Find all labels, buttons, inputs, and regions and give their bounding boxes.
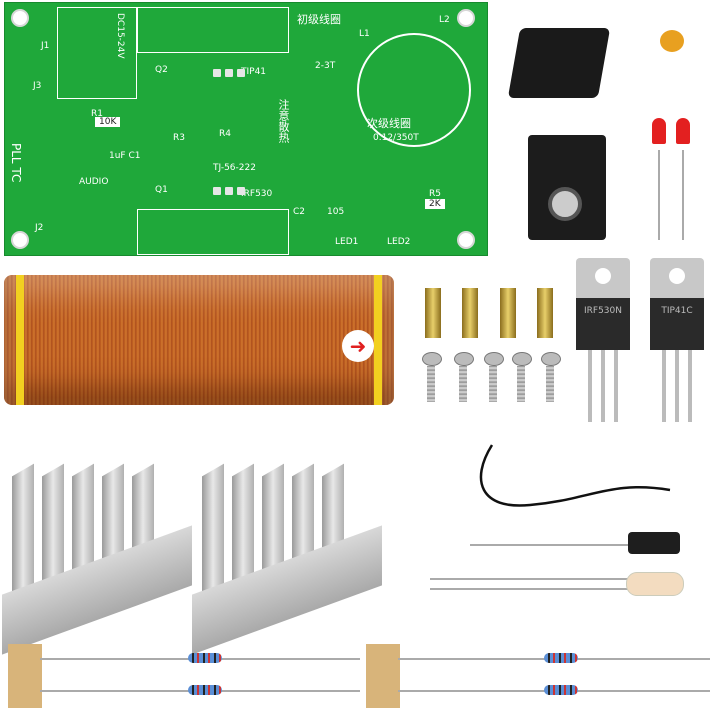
transistor-tip41c: TIP41C: [650, 258, 704, 422]
pcb-label: 105: [327, 207, 345, 217]
resistor: [188, 685, 222, 695]
red-led: [676, 118, 690, 144]
brass-standoff: [537, 288, 553, 338]
pcb-label: R1: [91, 109, 103, 119]
pcb-label: 2-3T: [315, 61, 336, 71]
pcb-label: R4: [219, 129, 231, 139]
pcb-label: AUDIO: [79, 177, 109, 187]
ceramic-capacitor: [660, 30, 684, 52]
pcb-label: J1: [41, 41, 50, 51]
pcb-label: R3: [173, 133, 185, 143]
resistor-tape: [8, 644, 42, 708]
screw: [512, 352, 532, 402]
pcb-label: J2: [35, 223, 44, 233]
pcb-label: L1: [359, 29, 370, 39]
pcb-board: DC15-24V J1 J3 Q2 TIP41 R1 R3 R4 1uF C1 …: [4, 2, 488, 256]
screw: [454, 352, 474, 402]
brass-standoff: [425, 288, 441, 338]
pcb-label: J3: [33, 81, 42, 91]
pcb-label: C2: [293, 207, 306, 217]
pcb-label: 10K: [95, 117, 121, 127]
mount-hole: [457, 231, 475, 249]
pcb-label: 2K: [425, 199, 445, 209]
heatsink: [2, 440, 192, 655]
heatsink-outline: [137, 209, 289, 255]
pcb-label: 次级线圈: [367, 117, 411, 130]
antenna-wire: [479, 444, 671, 507]
secondary-coil: ➜: [4, 275, 394, 405]
audio-jack: [528, 135, 606, 240]
screw: [484, 352, 504, 402]
mount-hole: [457, 9, 475, 27]
dc-power-jack: [507, 28, 611, 98]
power-jack-outline: [57, 7, 137, 99]
pcb-label: Q1: [155, 185, 168, 195]
secondary-coil-outline: [357, 33, 471, 147]
pcb-label: 0.12/350T: [373, 133, 419, 143]
resistor-tape: [366, 644, 400, 708]
pcb-label: L2: [439, 15, 450, 25]
mount-hole: [11, 231, 29, 249]
resistor: [188, 653, 222, 663]
pcb-label: LED2: [387, 237, 411, 247]
pcb-label: DC15-24V: [115, 13, 125, 59]
heatsink: [192, 440, 382, 655]
mount-hole: [11, 9, 29, 27]
resistor: [544, 685, 578, 695]
pcb-label: TJ-56-222: [213, 163, 256, 173]
pcb-label: 1uF C1: [109, 151, 141, 161]
brass-standoff: [500, 288, 516, 338]
pcb-label: IRF530: [241, 189, 273, 199]
screw: [422, 352, 442, 402]
resistor: [544, 653, 578, 663]
heatsink-outline: [137, 7, 289, 53]
pcb-label: R5: [429, 189, 441, 199]
pcb-label: LED1: [335, 237, 359, 247]
pcb-label: PLL TC: [9, 143, 23, 183]
screw: [541, 352, 561, 402]
arrow-icon: ➜: [342, 330, 374, 362]
red-led: [652, 118, 666, 144]
neon-bulb: [626, 572, 684, 596]
pcb-label: TIP41: [241, 67, 267, 77]
pcb-label: 注意散热: [277, 99, 290, 143]
pcb-label: Q2: [155, 65, 168, 75]
transistor-irf530n: IRF530N: [576, 258, 630, 422]
brass-standoff: [462, 288, 478, 338]
electrolytic-capacitor: [628, 532, 680, 554]
pcb-label: 初级线圈: [297, 13, 341, 26]
